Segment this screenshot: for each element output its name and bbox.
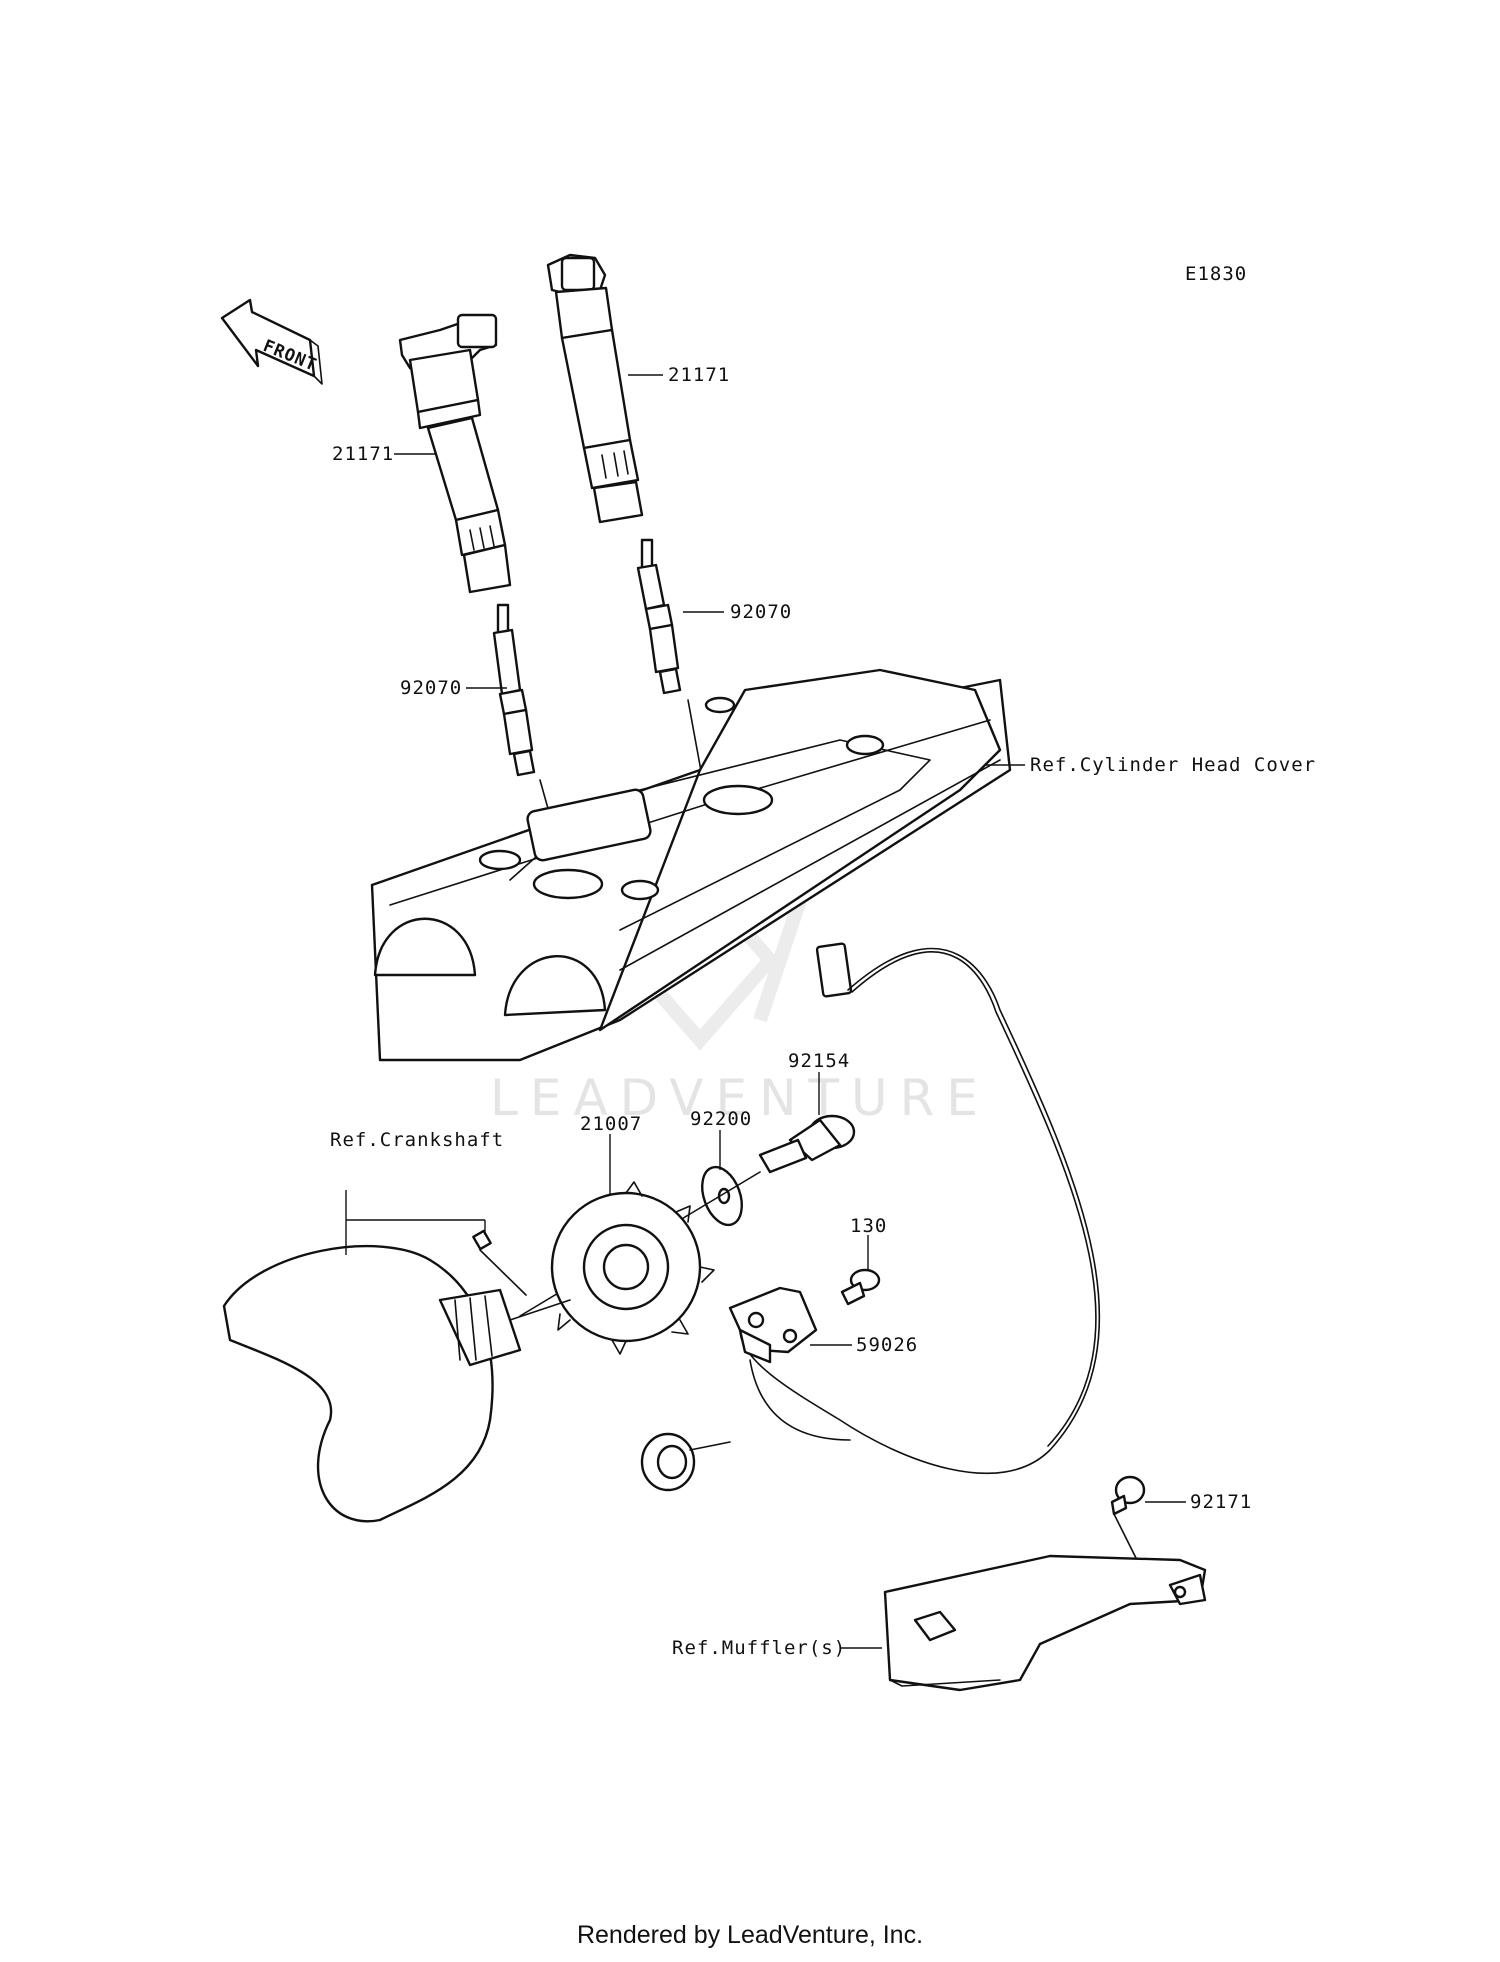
watermark-text: LEADVENTURE: [490, 1069, 990, 1127]
diagram-code: E1830: [1185, 263, 1247, 285]
bolt-130: [840, 1268, 881, 1306]
cylinder-head-cover: [370, 668, 1012, 1062]
callout-21171-left: 21171: [332, 443, 394, 465]
callout-21007: 21007: [580, 1113, 642, 1135]
pickup-harness: [739, 942, 1101, 1475]
callout-92154: 92154: [788, 1050, 850, 1072]
callout-muffler: Ref.Muffler(s): [672, 1637, 846, 1659]
timing-rotor-21007: [550, 1181, 715, 1355]
callout-59026: 59026: [856, 1334, 918, 1356]
footer-credit: Rendered by LeadVenture, Inc.: [577, 1921, 923, 1949]
callout-21171-right: 21171: [668, 364, 730, 386]
callout-92070-left: 92070: [400, 677, 462, 699]
callout-92171: 92171: [1190, 1491, 1252, 1513]
crankshaft-ref: [222, 1190, 571, 1523]
washer-92200: [701, 1165, 743, 1227]
callout-cylinder-head-cover: Ref.Cylinder Head Cover: [1030, 754, 1316, 776]
ignition-coil-left: [398, 313, 512, 594]
muffler-bracket-ref: [883, 1554, 1207, 1692]
callout-crankshaft: Ref.Crankshaft: [330, 1129, 504, 1151]
ignition-coil-right: [546, 253, 644, 524]
leader-lines: [394, 374, 1186, 1649]
harness-grommet: [640, 1432, 731, 1492]
grommet-92171: [1110, 1475, 1146, 1567]
spark-plug-right: [636, 538, 682, 695]
callout-130: 130: [850, 1215, 887, 1237]
front-arrow-icon: FRONT: [220, 298, 323, 385]
callout-92070-right: 92070: [730, 601, 792, 623]
callout-92200: 92200: [690, 1108, 752, 1130]
pickup-coil-59026: [728, 1286, 851, 1441]
spark-plug-left: [492, 603, 536, 777]
bolt-92154: [758, 1114, 856, 1174]
